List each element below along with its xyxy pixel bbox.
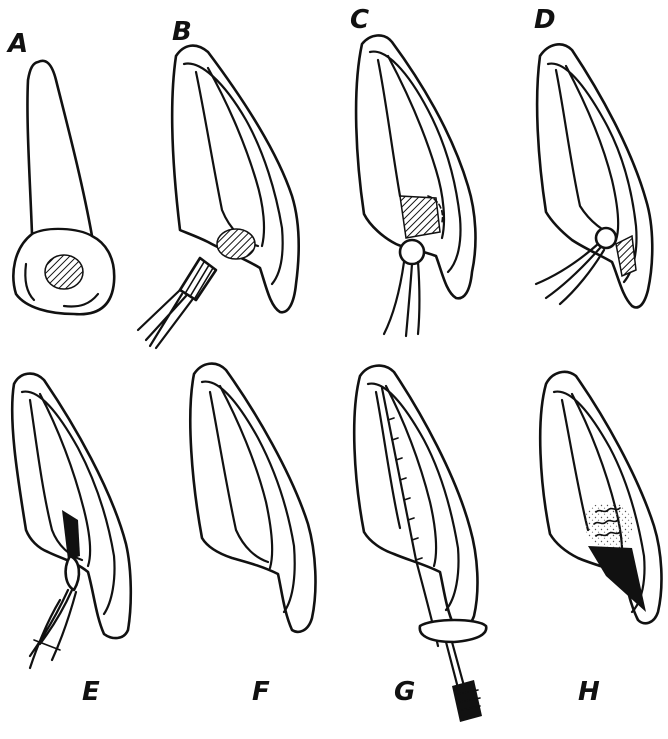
access-cavity-c [400,196,440,238]
panel-d: D [534,5,652,307]
panel-label-d: D [534,5,556,35]
panel-g: G [354,366,486,722]
panel-label-a: A [6,29,28,59]
panel-label-c: C [350,5,369,35]
panel-a: A [6,29,114,314]
file-instrument-e [30,556,79,668]
round-bur-instrument-c [384,240,424,336]
panel-b: B [138,17,299,348]
panel-c: C [350,5,475,336]
access-cavity-b [217,229,255,259]
panel-label-g: G [394,677,415,707]
tooth-e [12,374,131,638]
tooth-g [354,366,477,628]
rubber-stop-g [420,620,486,642]
panel-label-h: H [578,677,600,707]
panel-label-f: F [252,677,270,707]
tooth-h [540,372,661,623]
panel-f: F [190,364,315,707]
access-cavity-a [45,255,83,289]
tooth-f [190,364,315,632]
tooth-d [537,44,652,307]
panel-label-e: E [82,677,100,707]
panel-label-b: B [172,17,192,47]
tooth-a [13,61,114,314]
panel-h: H [540,372,661,707]
bur-instrument-b [138,258,216,348]
panel-e: E [12,374,131,707]
